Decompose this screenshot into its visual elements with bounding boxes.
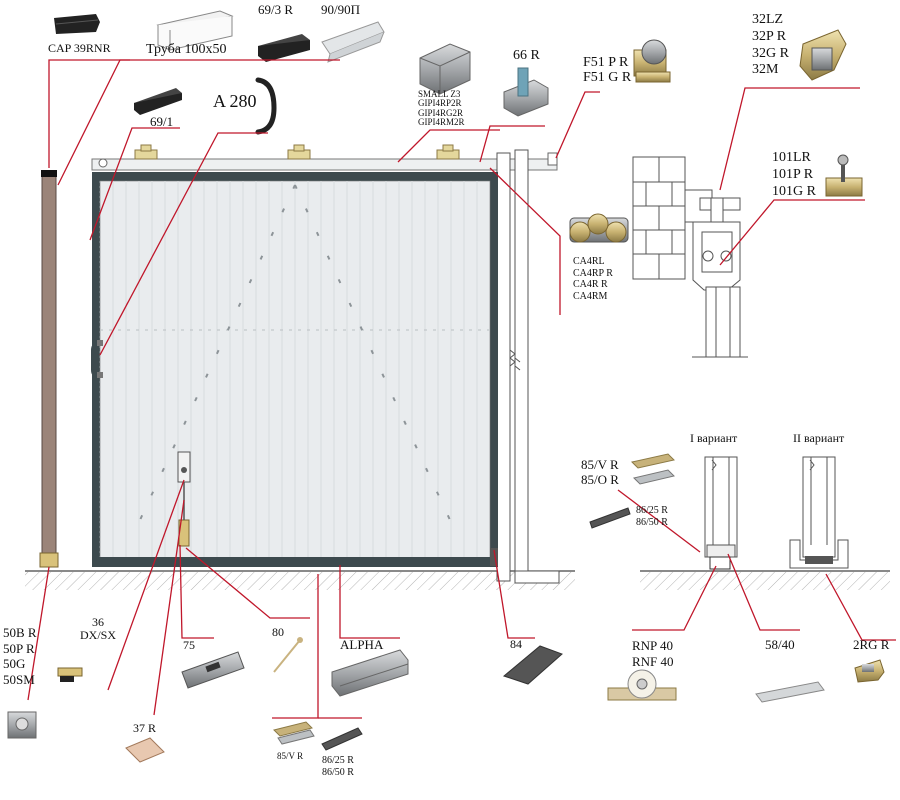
bracket-101-thumbnail — [825, 154, 863, 197]
label-rnp-line: RNF 40 — [632, 653, 674, 669]
tube-thumbnail — [156, 10, 234, 51]
small-z3-thumbnail — [419, 43, 471, 95]
profile-66-thumbnail — [503, 67, 549, 117]
label-86-top: 86/25 R 86/50 R — [636, 505, 668, 528]
label-50-line: 50G — [3, 656, 26, 672]
label-small-z3-line: SMALL Z3 — [418, 89, 461, 99]
cap-thumbnail — [54, 14, 100, 34]
label-rnp: RNP 40 RNF 40 — [632, 638, 674, 669]
leader-lines — [27, 59, 896, 719]
profile-69-1-thumbnail — [134, 88, 182, 115]
label-69-1: 69/1 — [150, 114, 174, 129]
top-rail — [91, 144, 558, 171]
profile-58-thumbnail — [755, 681, 825, 703]
gate-leaf — [91, 172, 498, 567]
label-f51-line: F51 P R — [583, 55, 629, 70]
bracket-f51-thumbnail — [633, 39, 671, 83]
label-ca4-line: CA4RM — [573, 290, 608, 302]
label-ca4-line: CA4R R — [573, 279, 608, 290]
profile-69-3-thumbnail — [258, 34, 310, 62]
product-thumbnails — [7, 10, 885, 763]
label-ca4-line: CA4RP R — [573, 267, 613, 279]
label-50-line: 50P R — [3, 640, 35, 656]
label-66r: 66 R — [513, 48, 540, 63]
profile-85-top-thumbnail — [631, 453, 675, 485]
label-80: 80 — [272, 625, 284, 639]
label-f51-line: F51 G R — [583, 69, 632, 85]
roller-rnp-thumbnail — [607, 669, 677, 701]
label-50-line: 50B R — [3, 625, 37, 640]
label-50-line: 50SM — [3, 671, 35, 687]
label-90-90: 90/90П — [321, 2, 360, 17]
label-36-line: DX/SX — [80, 627, 117, 642]
label-a280: A 280 — [213, 91, 257, 111]
label-rnp-line: RNP 40 — [632, 638, 674, 653]
label-32-line: 32M — [752, 62, 779, 78]
label-small-z3-line: GIPI4RP2R — [418, 98, 462, 109]
label-86-bottom-line: 86/25 R — [322, 755, 354, 766]
label-101-line: 101P R — [772, 166, 814, 182]
label-101-line: 101LR — [772, 150, 811, 165]
rubber-84-thumbnail — [502, 645, 563, 685]
label-variant-1: I вариант — [690, 431, 738, 445]
label-58-40: 58/40 — [765, 637, 795, 652]
left-post — [39, 170, 59, 568]
label-69-3: 69/3 R — [258, 2, 294, 17]
label-ca4-line: CA4RL — [573, 256, 605, 267]
label-86-top-line: 86/50 R — [636, 516, 668, 528]
label-86-bottom-line: 86/50 R — [322, 766, 354, 778]
label-85-top-line: 85/O R — [581, 471, 619, 487]
label-36-line: 36 — [92, 615, 104, 629]
label-50: 50B R 50P R 50G 50SM — [3, 625, 37, 687]
label-small-z3-line: GIPI4RM2R — [418, 117, 465, 128]
bracket-32-thumbnail — [799, 29, 847, 81]
label-101-line: 101G R — [772, 183, 816, 199]
label-variant-2: II вариант — [793, 431, 845, 445]
label-75: 75 — [183, 638, 195, 652]
label-f51: F51 P R F51 G R — [583, 55, 632, 85]
label-32-line: 32G R — [752, 45, 789, 61]
plate-75-thumbnail — [181, 651, 245, 689]
right-posts — [496, 149, 560, 584]
profile-90-thumbnail — [321, 21, 385, 63]
stopper-37-thumbnail — [125, 737, 165, 763]
label-84: 84 — [510, 637, 522, 651]
label-32-line: 32LZ — [752, 12, 784, 27]
label-small-z3-line: GIPI4RG2R — [418, 107, 464, 118]
label-alpha: ALPHA — [340, 637, 384, 652]
ground — [25, 570, 890, 590]
profile-86-top-thumbnail — [589, 507, 631, 529]
profile-86-bottom-thumbnail — [321, 727, 363, 751]
label-2rg: 2RG R — [853, 637, 890, 652]
bracket-2rg-thumbnail — [854, 659, 885, 683]
label-37r: 37 R — [133, 721, 157, 735]
label-32-line: 32P R — [752, 28, 787, 44]
trolley-ca4-thumbnail — [569, 213, 629, 243]
label-85-top-line: 85/V R — [581, 457, 619, 472]
profile-alpha-thumbnail — [331, 649, 409, 697]
label-101: 101LR 101P R 101G R — [772, 150, 816, 200]
label-85-top: 85/V R 85/O R — [581, 457, 619, 488]
label-ca4: CA4RL CA4RP R CA4R R CA4RM — [573, 256, 613, 302]
bolt-36-thumbnail — [57, 667, 83, 682]
rod-80-thumbnail — [273, 637, 303, 673]
bracket-50-thumbnail — [7, 711, 37, 739]
label-cap: CAP 39RNR — [48, 41, 111, 55]
handle-a280-thumbnail — [255, 77, 277, 135]
label-86-top-line: 86/25 R — [636, 505, 668, 516]
label-86-bottom: 86/25 R 86/50 R — [322, 755, 354, 778]
label-small-z3: SMALL Z3 GIPI4RP2R GIPI4RG2R GIPI4RM2R — [418, 89, 465, 128]
label-36: 36 DX/SX — [80, 616, 116, 641]
cross-section-variants — [704, 456, 849, 570]
label-32: 32LZ 32P R 32G R 32M — [752, 12, 789, 79]
label-tube: Труба 100x50 — [146, 42, 227, 57]
cross-section-top — [632, 156, 748, 358]
profile-85-bottom-thumbnail — [273, 721, 315, 745]
label-85-bottom: 85/V R — [277, 751, 304, 761]
